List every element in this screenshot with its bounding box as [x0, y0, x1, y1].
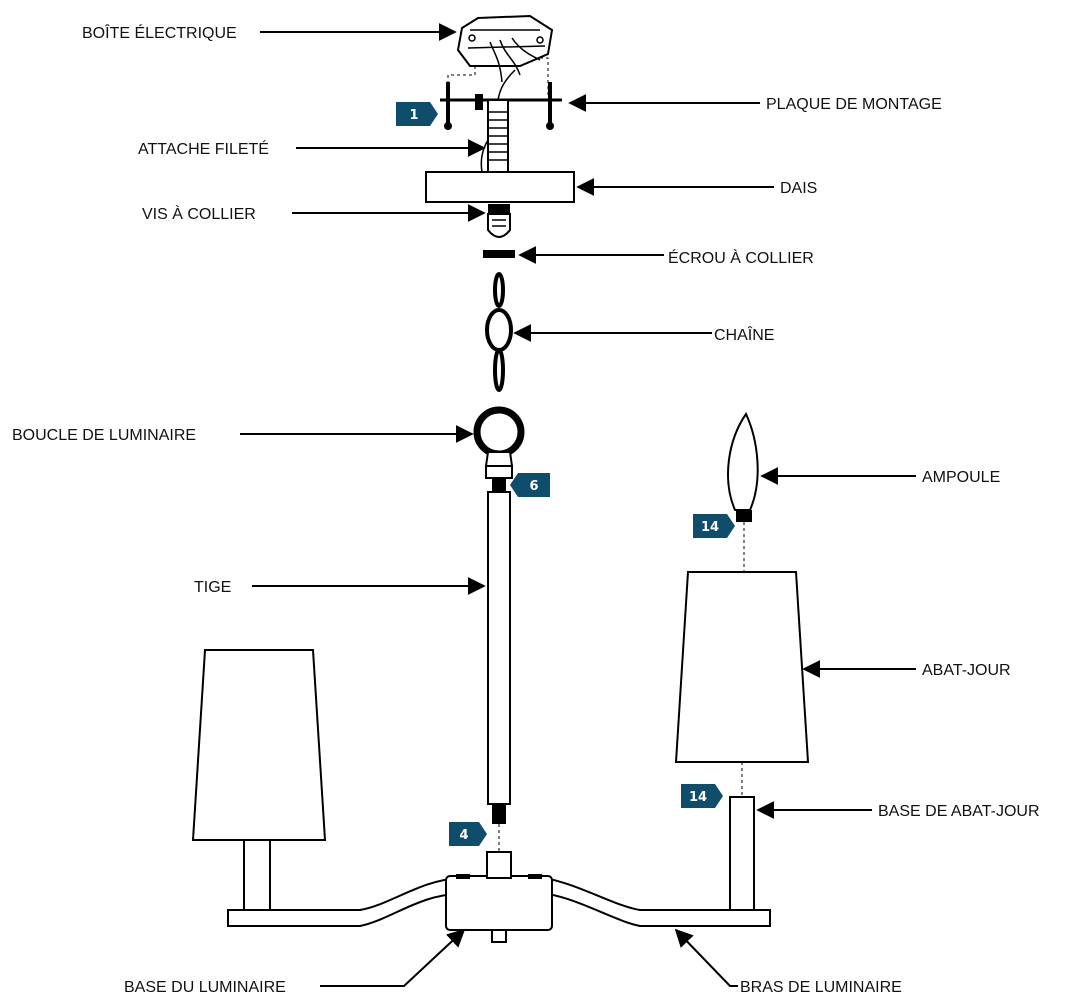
label-collar-screw: VIS À COLLIER	[142, 204, 256, 223]
leader-fixture-arm	[674, 928, 738, 987]
label-electrical-box: BOÎTE ÉLECTRIQUE	[82, 23, 237, 42]
step-badge-rod-bottom: 4	[449, 822, 487, 846]
shade-left	[191, 649, 327, 911]
fixture-base	[445, 851, 553, 943]
step-number: 4	[459, 828, 468, 843]
step-number: 14	[701, 520, 719, 535]
leader-fixture-base	[320, 928, 466, 987]
canopy	[425, 171, 575, 203]
label-fixture-base: BASE DU LUMINAIRE	[124, 979, 286, 996]
collar-screw	[487, 204, 511, 238]
bulb	[727, 411, 759, 572]
label-threaded-nipple: ATTACHE FILETÉ	[138, 139, 269, 158]
step-badge-shade-base: 14	[681, 784, 723, 808]
label-fixture-arm: BRAS DE LUMINAIRE	[740, 979, 902, 996]
rod	[487, 491, 511, 852]
fixture-loop	[473, 406, 525, 492]
collar-nut	[483, 250, 515, 258]
step-number: 6	[529, 479, 538, 494]
step-badge-loop: 6	[510, 473, 550, 497]
label-collar-nut: ÉCROU À COLLIER	[668, 248, 814, 267]
electrical-box	[447, 14, 554, 95]
label-shade: ABAT-JOUR	[922, 662, 1011, 679]
threaded-nipple	[480, 99, 509, 173]
step-number: 1	[409, 108, 418, 123]
step-badge-bulb: 14	[693, 514, 735, 538]
step-badge-mounting-plate: 1	[396, 102, 438, 126]
label-fixture-loop: BOUCLE DE LUMINAIRE	[12, 427, 196, 444]
label-canopy: DAIS	[780, 180, 817, 197]
step-number: 14	[689, 790, 707, 805]
label-rod: TIGE	[194, 579, 231, 596]
shade-base-right	[729, 796, 755, 911]
label-mounting-plate: PLAQUE DE MONTAGE	[766, 96, 942, 113]
label-chain: CHAÎNE	[714, 325, 774, 344]
shade-right	[674, 571, 810, 797]
label-shade-base: BASE DE ABAT-JOUR	[878, 803, 1040, 820]
label-bulb: AMPOULE	[922, 469, 1000, 486]
chain	[485, 272, 513, 392]
